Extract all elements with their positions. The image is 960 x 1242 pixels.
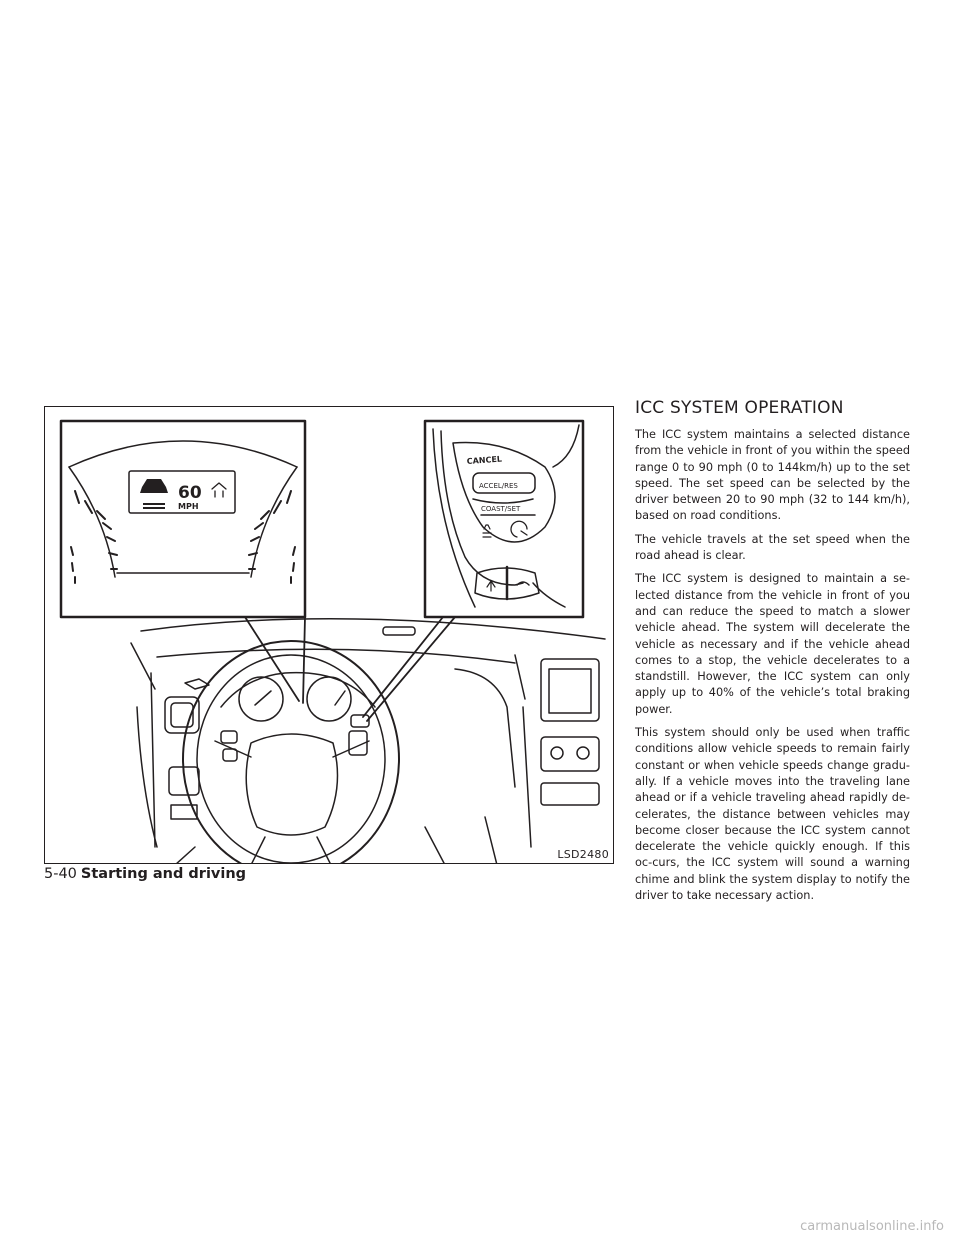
- cancel-switch-label: CANCEL: [467, 455, 503, 466]
- steering-switch-icon: [486, 580, 496, 592]
- paragraph: The vehicle travels at the set speed whe…: [635, 532, 910, 563]
- distance-icon: [482, 524, 492, 538]
- dashboard-illustration: 60 MPH CANCEL ACCEL/RES COAST/SET: [59, 419, 606, 863]
- page-number: 5-40: [44, 866, 77, 882]
- accel-res-switch-label: ACCEL/RES: [479, 482, 518, 490]
- display-unit: MPH: [178, 502, 199, 511]
- display-speed: 60: [178, 483, 202, 503]
- coast-set-switch-label: COAST/SET: [481, 505, 521, 513]
- section-title: ICC SYSTEM OPERATION: [635, 398, 844, 418]
- speed-limiter-icon: [510, 520, 528, 538]
- text-column: ICC SYSTEM OPERATION The ICC system main…: [635, 398, 910, 911]
- steering-assist-icon: [211, 482, 227, 498]
- paragraph: This system should only be used when tra…: [635, 726, 910, 903]
- cluster-inset: [59, 419, 307, 619]
- footer-section-name: Starting and driving: [80, 866, 247, 882]
- watermark: carmanualsonline.info: [800, 1219, 944, 1234]
- paragraph: The ICC system maintains a selected dist…: [635, 428, 910, 523]
- paragraph: The ICC system is designed to maintain a…: [635, 572, 910, 716]
- switch-inset: [423, 419, 585, 619]
- illustration-figure: 60 MPH CANCEL ACCEL/RES COAST/SET LSD248…: [44, 406, 614, 864]
- figure-id-label: LSD2480: [557, 848, 609, 861]
- car-ahead-icon: [140, 479, 168, 509]
